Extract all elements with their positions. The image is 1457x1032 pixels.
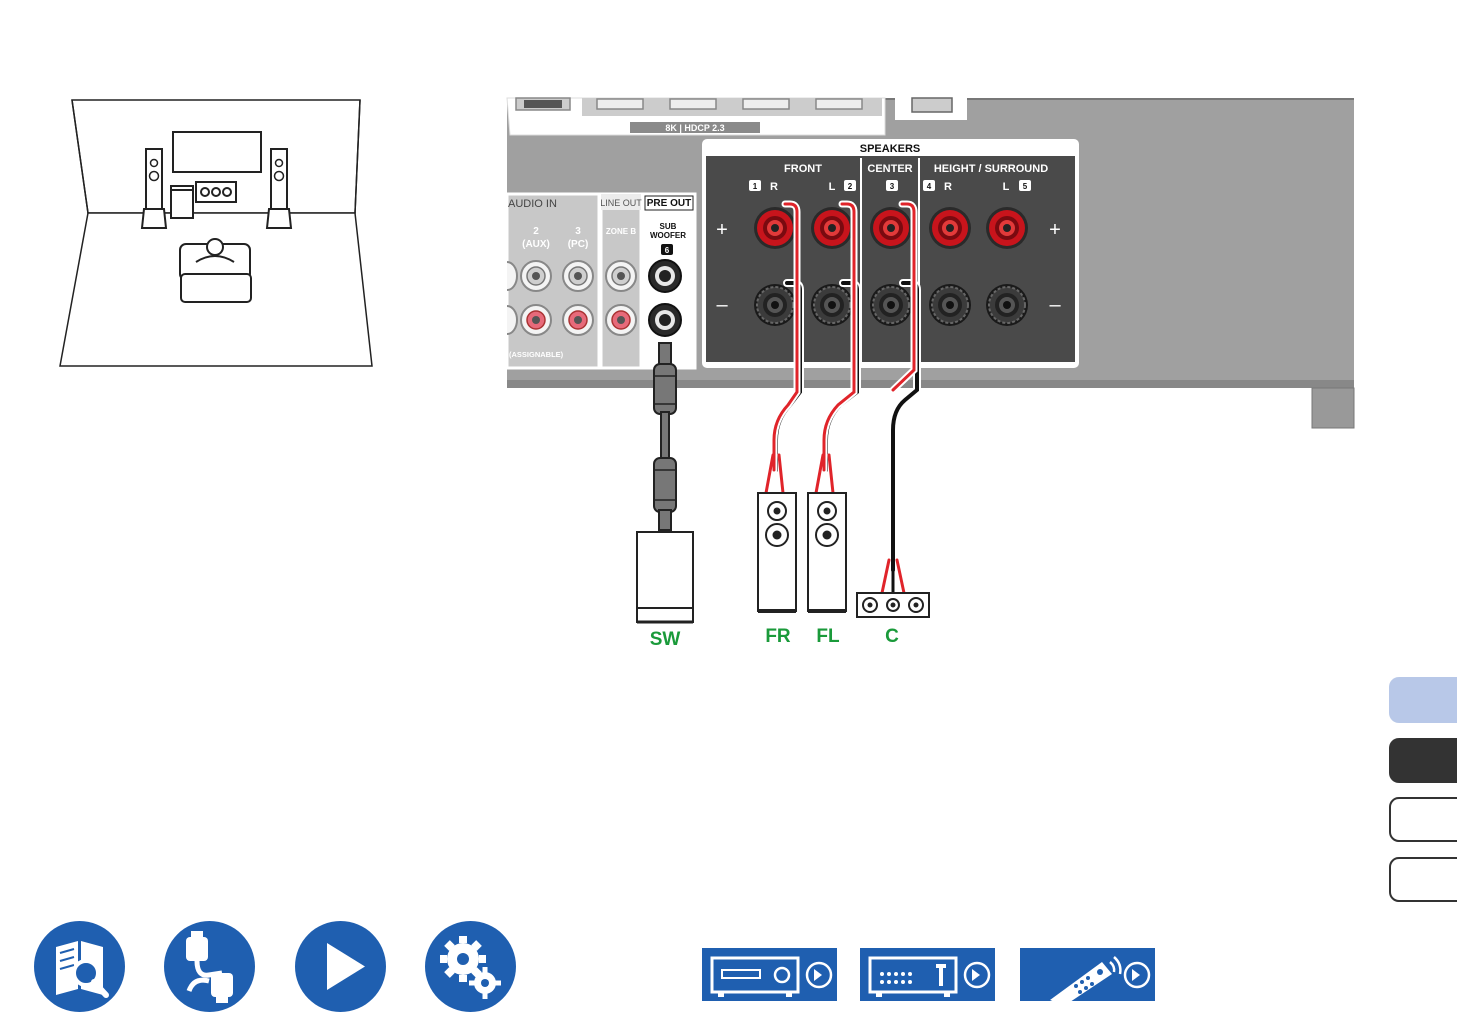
hs-l-plus-terminal [986,207,1028,249]
front-r-label: R [770,181,778,193]
line-out-label: LINE OUT [600,198,642,208]
room-subwoofer-icon [171,186,193,218]
pre-out-section: PRE OUT SUB WOOFER 6 [643,194,695,368]
zone-b-l-jack [606,261,636,291]
hs-l-number: 5 [1023,182,1028,191]
aux-in-l-jack [521,261,551,291]
front-right-label: FR [765,626,791,647]
hs-r-plus-terminal [929,207,971,249]
side-tab-1[interactable] [1389,677,1457,723]
hs-l-minus-terminal [986,284,1028,326]
room-speaker-left-icon [142,149,166,228]
side-tab-3[interactable] [1389,797,1457,842]
tv-icon [173,132,261,172]
minus-sign-right: – [1049,294,1061,316]
height-surround-group-label: HEIGHT / SURROUND [934,163,1048,175]
minus-sign-left: – [716,294,728,316]
room-sofa-icon [180,239,251,302]
subwoofer-pre-out-jack-2 [649,304,681,336]
subwoofer-label: SW [650,629,681,650]
front-r-number: 1 [753,182,758,191]
center-minus-terminal [870,284,912,326]
subwoofer-label-line2: WOOFER [650,231,686,240]
subwoofer-channel-number: 6 [665,246,670,255]
pc-in-r-jack [563,305,593,335]
room-center-speaker-icon [196,182,236,202]
center-number: 3 [890,182,895,191]
remote-icon[interactable] [1020,948,1155,1001]
plus-sign-left: + [716,219,728,241]
subwoofer-speaker-icon [637,532,693,622]
front-left-label: FL [816,626,840,647]
pc-in-l-jack [563,261,593,291]
front-panel-icon[interactable] [702,948,837,1001]
receiver-rear-panel: 8K | HDCP 2.3 AUDIO IN 2 (AUX) 3 (PC) (A… [507,98,1354,428]
center-plus-terminal [870,207,912,249]
hs-l-label: L [1003,181,1010,193]
assignable-label: (ASSIGNABLE) [509,350,564,359]
front-r-plus-terminal [754,207,796,249]
connections-icon[interactable] [164,921,255,1012]
audio-in-label: AUDIO IN [508,198,557,210]
hs-r-number: 4 [927,182,932,191]
aux-in-r-jack [521,305,551,335]
plus-sign-right: + [1049,219,1061,241]
center-group-label: CENTER [867,163,912,175]
setup-icon[interactable] [425,921,516,1012]
line-out-section: LINE OUT ZONE B [600,194,642,368]
playback-icon[interactable] [295,921,386,1012]
input-3-name: (PC) [568,239,589,250]
center-speaker-icon [857,593,929,617]
contents-icon[interactable] [34,921,125,1012]
input-2-name: (AUX) [522,239,550,250]
pre-out-label: PRE OUT [647,198,691,209]
subwoofer-cable [654,343,676,530]
center-label: C [885,626,899,647]
room-speaker-right-icon [267,149,291,228]
subwoofer-pre-out-jack-1 [649,260,681,292]
hdmi-band-label: 8K | HDCP 2.3 [665,123,724,133]
rear-panel-icon[interactable] [860,948,995,1001]
subwoofer-label-line1: SUB [660,222,677,231]
speakers-title: SPEAKERS [860,143,921,155]
zone-b-r-jack [606,305,636,335]
room-layout-illustration [60,100,372,366]
front-r-minus-terminal [754,284,796,326]
hs-r-minus-terminal [929,284,971,326]
front-l-number: 2 [848,182,853,191]
front-left-speaker-icon [808,493,846,611]
front-l-minus-terminal [811,284,853,326]
input-3-number: 3 [575,226,581,237]
front-l-label: L [829,181,836,193]
audio-in-section: AUDIO IN 2 (AUX) 3 (PC) (ASSIGNABLE) [507,194,599,368]
front-group-label: FRONT [784,163,822,175]
input-2-number: 2 [533,226,539,237]
side-tab-4[interactable] [1389,857,1457,902]
speaker-terminal-block: SPEAKERS FRONT CENTER HEIGHT / SURROUND … [702,139,1079,368]
zone-b-label: ZONE B [606,227,636,236]
front-right-speaker-icon [758,493,796,611]
hs-r-label: R [944,181,952,193]
front-l-plus-terminal [811,207,853,249]
side-tab-2[interactable] [1389,738,1457,783]
